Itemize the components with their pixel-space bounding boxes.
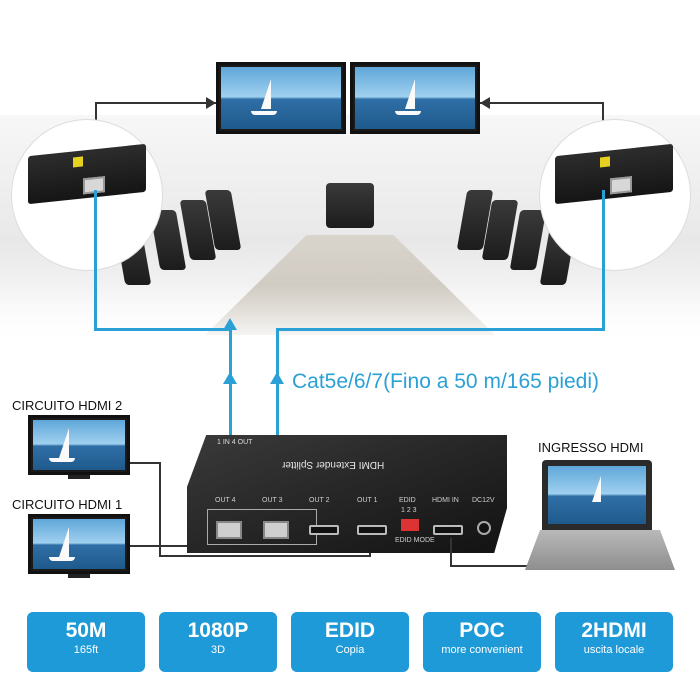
cat-cable [602, 190, 605, 330]
hdmi-line [95, 102, 216, 104]
cat-cable [94, 190, 97, 330]
circuit-1-label: CIRCUITO HDMI 1 [12, 497, 123, 512]
feature-title: POC [459, 619, 505, 642]
cat-cable [276, 328, 279, 518]
feature-subtitle: 3D [210, 644, 226, 656]
port-label-out1: OUT 1 [357, 497, 378, 504]
feature-subtitle: Copia [335, 644, 365, 656]
dip-numbers: 1 2 3 [401, 507, 417, 514]
port-label-edid: EDID [399, 497, 416, 504]
hdmi-input-label: INGRESSO HDMI [538, 440, 644, 455]
photo-fade [0, 285, 700, 345]
feature-badge-local-output: 2HDMI uscita locale [555, 612, 673, 672]
ethernet-port-icon [610, 176, 632, 195]
port-label-out2: OUT 2 [309, 497, 330, 504]
feature-badge-distance: 50M 165ft [27, 612, 145, 672]
cat-cable [276, 328, 605, 331]
logo-icon [600, 156, 610, 168]
laptop-keyboard [525, 530, 675, 570]
feature-subtitle: more convenient [441, 644, 523, 656]
circuit-2-label: CIRCUITO HDMI 2 [12, 398, 123, 413]
device-name: HDMI Extender Splitter [282, 459, 385, 470]
feature-badge-poc: POC more convenient [423, 612, 541, 672]
top-monitor-right [350, 62, 480, 134]
hdmi-line [480, 102, 603, 104]
device-brand: 1 IN 4 OUT [217, 439, 253, 446]
hdmi-line [159, 555, 371, 557]
cat-cable [229, 328, 232, 518]
cable-label: Cat5e/6/7(Fino a 50 m/165 piedi) [292, 370, 600, 393]
hdmi-line [159, 462, 161, 557]
port-label-dc12v: DC12V [472, 497, 495, 504]
hdmi-line [602, 102, 604, 128]
feature-title: EDID [324, 619, 376, 642]
hdmi-line [95, 102, 97, 128]
port-label-out3: OUT 3 [262, 497, 283, 504]
monitor-stand [68, 574, 90, 578]
arrow-left-icon [480, 97, 490, 109]
arrow-right-icon [206, 97, 216, 109]
power-jack [477, 521, 491, 535]
monitor-circuit-2 [28, 415, 130, 475]
hdmi-extender-splitter: 1 IN 4 OUT HDMI Extender Splitter OUT 4 … [187, 435, 507, 553]
feature-badge-edid: EDID Copia [291, 612, 409, 672]
arrow-up-icon [223, 372, 237, 384]
monitor-stand [68, 475, 90, 479]
feature-title: 2HDMI [581, 619, 647, 642]
feature-subtitle: 165ft [73, 644, 99, 656]
sailboat-icon [592, 476, 601, 502]
hdmi-line [450, 538, 452, 566]
chair [326, 183, 374, 228]
edid-mode-label: EDID MODE [395, 537, 435, 544]
feature-badge-resolution: 1080P 3D [159, 612, 277, 672]
hdmi-line [130, 462, 160, 464]
feature-title: 50M [65, 619, 107, 642]
logo-icon [73, 156, 83, 168]
cat-cable [94, 328, 232, 331]
port-out4 [216, 521, 242, 539]
port-out2 [309, 525, 339, 535]
port-label-hdmi-in: HDMI IN [432, 497, 459, 504]
feature-subtitle: uscita locale [583, 644, 645, 656]
feature-title: 1080P [187, 619, 249, 642]
laptop-screen [542, 460, 652, 530]
port-out3 [263, 521, 289, 539]
arrow-up-icon [270, 372, 284, 384]
hdmi-line [450, 565, 540, 567]
monitor-circuit-1 [28, 514, 130, 574]
port-hdmi-in [433, 525, 463, 535]
edid-dip-switch [401, 519, 419, 531]
port-out1 [357, 525, 387, 535]
arrow-up-icon [223, 318, 237, 330]
port-label-out4: OUT 4 [215, 497, 236, 504]
top-monitor-left [216, 62, 346, 134]
